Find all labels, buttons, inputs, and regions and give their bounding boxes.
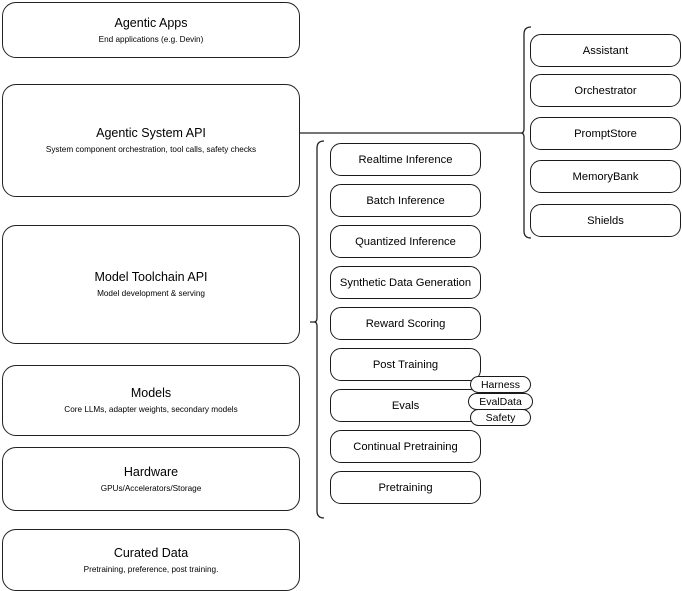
component-promptstore[interactable]: PromptStore bbox=[530, 117, 681, 150]
capability-label: Batch Inference bbox=[366, 194, 445, 207]
capability-label: Pretraining bbox=[378, 481, 433, 494]
layer-title: Agentic Apps bbox=[114, 15, 188, 30]
component-shields[interactable]: Shields bbox=[530, 204, 681, 237]
brace-agentic-components bbox=[517, 26, 532, 239]
layer-models[interactable]: Models Core LLMs, adapter weights, secon… bbox=[2, 365, 300, 436]
eval-pill-safety[interactable]: Safety bbox=[470, 409, 531, 426]
eval-pill-evaldata[interactable]: EvalData bbox=[468, 393, 533, 410]
layer-model-toolchain-api[interactable]: Model Toolchain API Model development & … bbox=[2, 225, 300, 344]
layer-subtitle: Model development & serving bbox=[97, 289, 205, 298]
eval-pill-label: Harness bbox=[480, 378, 521, 391]
component-assistant[interactable]: Assistant bbox=[530, 34, 681, 67]
layer-hardware[interactable]: Hardware GPUs/Accelerators/Storage bbox=[2, 447, 300, 511]
capability-batch-inference[interactable]: Batch Inference bbox=[330, 184, 481, 217]
layer-agentic-apps[interactable]: Agentic Apps End applications (e.g. Devi… bbox=[2, 2, 300, 58]
component-memorybank[interactable]: MemoryBank bbox=[530, 160, 681, 193]
capability-synthetic-data-generation[interactable]: Synthetic Data Generation bbox=[330, 266, 481, 299]
layer-title: Curated Data bbox=[113, 545, 189, 560]
capability-label: Continual Pretraining bbox=[353, 440, 458, 453]
capability-label: Evals bbox=[391, 399, 420, 412]
capability-quantized-inference[interactable]: Quantized Inference bbox=[330, 225, 481, 258]
layer-title: Model Toolchain API bbox=[94, 270, 208, 284]
layer-subtitle: End applications (e.g. Devin) bbox=[98, 34, 204, 44]
layer-curated-data[interactable]: Curated Data Pretraining, preference, po… bbox=[2, 529, 300, 591]
eval-pill-harness[interactable]: Harness bbox=[470, 376, 531, 393]
eval-pill-label: EvalData bbox=[479, 395, 522, 408]
capability-post-training[interactable]: Post Training bbox=[330, 348, 481, 381]
capability-realtime-inference[interactable]: Realtime Inference bbox=[330, 143, 481, 176]
component-label: Orchestrator bbox=[574, 84, 637, 97]
capability-label: Reward Scoring bbox=[365, 317, 446, 330]
layer-agentic-system-api[interactable]: Agentic System API System component orch… bbox=[2, 84, 300, 197]
eval-pill-label: Safety bbox=[485, 411, 516, 424]
layer-title: Models bbox=[130, 386, 172, 400]
layer-subtitle: System component orchestration, tool cal… bbox=[45, 145, 257, 154]
layer-subtitle: GPUs/Accelerators/Storage bbox=[100, 483, 202, 493]
layer-title: Hardware bbox=[123, 464, 179, 479]
capability-label: Post Training bbox=[372, 358, 439, 371]
capability-label: Synthetic Data Generation bbox=[339, 276, 472, 289]
component-label: PromptStore bbox=[574, 127, 637, 140]
capability-label: Quantized Inference bbox=[355, 235, 456, 248]
brace-toolchain-capabilities bbox=[310, 140, 325, 519]
capability-evals[interactable]: Evals bbox=[330, 389, 481, 422]
capability-reward-scoring[interactable]: Reward Scoring bbox=[330, 307, 481, 340]
component-label: Shields bbox=[587, 214, 624, 227]
capability-continual-pretraining[interactable]: Continual Pretraining bbox=[330, 430, 481, 463]
layer-subtitle: Pretraining, preference, post training. bbox=[83, 564, 219, 574]
layer-subtitle: Core LLMs, adapter weights, secondary mo… bbox=[64, 405, 238, 414]
component-label: Assistant bbox=[582, 44, 629, 57]
capability-label: Realtime Inference bbox=[358, 153, 453, 166]
layer-title: Agentic System API bbox=[96, 126, 206, 140]
component-orchestrator[interactable]: Orchestrator bbox=[530, 74, 681, 107]
capability-pretraining[interactable]: Pretraining bbox=[330, 471, 481, 504]
component-label: MemoryBank bbox=[572, 170, 639, 183]
